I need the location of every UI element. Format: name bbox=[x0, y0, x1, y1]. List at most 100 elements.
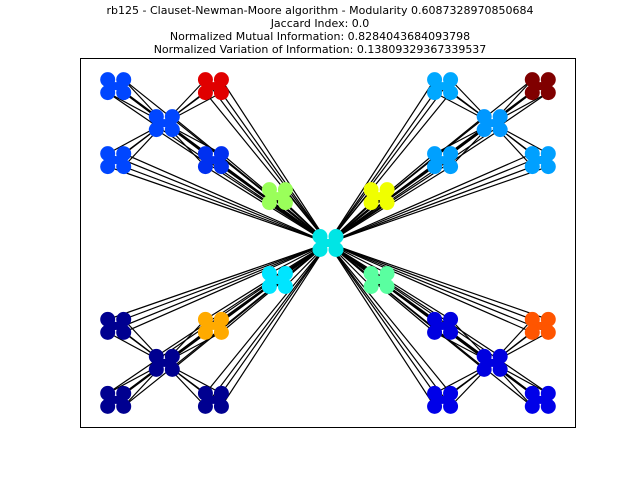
node-lr-hub-1 bbox=[492, 348, 508, 364]
edge-center-ll-tl bbox=[123, 242, 329, 320]
node-link-ur-tr bbox=[531, 82, 550, 91]
edge-center-ur-tl bbox=[327, 79, 452, 244]
node-lr-tr-0 bbox=[524, 311, 540, 327]
edge-center-lr-tr bbox=[327, 242, 533, 320]
node-cluster-ul-bl bbox=[100, 146, 132, 175]
node-cluster-ul-hub bbox=[148, 109, 180, 138]
node-ul-br-3 bbox=[213, 159, 229, 175]
node-cluster-ur-br bbox=[524, 146, 556, 175]
edge-center-ur-tl bbox=[327, 79, 436, 244]
node-ul-a-1 bbox=[277, 182, 293, 198]
node-ll-hub-3 bbox=[164, 361, 180, 377]
node-lr-tl-3 bbox=[443, 324, 459, 340]
node-ll-bl-3 bbox=[116, 398, 132, 414]
edge-center-lr-tr bbox=[327, 242, 549, 320]
node-link-ll-a bbox=[268, 276, 287, 284]
node-link-ll-hub bbox=[155, 358, 174, 367]
node-ll-tl-3 bbox=[116, 324, 132, 340]
node-cluster-ll-bl bbox=[100, 385, 132, 414]
node-center-0 bbox=[312, 229, 328, 244]
edge-center-ll-tl bbox=[107, 242, 329, 333]
edge-center-ur-tl bbox=[327, 92, 436, 244]
node-ul-bl-0 bbox=[100, 146, 116, 162]
node-ll-a-3 bbox=[277, 279, 293, 294]
node-cluster-ul-br bbox=[197, 146, 229, 175]
edge-center-lr-bl bbox=[327, 242, 436, 407]
node-ll-a-0 bbox=[261, 266, 277, 281]
edge-center-lr-tr bbox=[327, 242, 549, 333]
node-ur-hub-2 bbox=[476, 122, 492, 138]
node-link-ll-tl bbox=[106, 321, 125, 330]
node-lr-bl-2 bbox=[427, 398, 443, 414]
node-link-ur-hub bbox=[483, 119, 502, 128]
edge-center-ul-bl bbox=[107, 153, 329, 244]
node-cluster-lr-tr bbox=[524, 311, 556, 340]
node-ur-hub-0 bbox=[476, 109, 492, 125]
node-ur-bl-3 bbox=[443, 159, 459, 175]
node-ul-tr-1 bbox=[213, 72, 229, 88]
node-ul-tl-3 bbox=[116, 85, 132, 101]
node-ur-tl-2 bbox=[427, 85, 443, 101]
node-lr-hub-0 bbox=[476, 348, 492, 364]
chart-title-block: rb125 - Clauset-Newman-Moore algorithm -… bbox=[0, 4, 640, 56]
node-ur-tr-0 bbox=[524, 72, 540, 88]
node-ll-bl-0 bbox=[100, 385, 116, 401]
node-ul-bl-1 bbox=[116, 146, 132, 162]
nvi-label: Normalized Variation of Information: 0.1… bbox=[153, 43, 487, 56]
node-cluster-lr-tl bbox=[427, 311, 459, 340]
node-ul-tl-2 bbox=[100, 85, 116, 101]
node-ur-tl-3 bbox=[443, 85, 459, 101]
node-ur-br-0 bbox=[524, 146, 540, 162]
node-cluster-ul-tr bbox=[197, 72, 229, 101]
node-ll-br-1 bbox=[213, 385, 229, 401]
node-ll-tr-0 bbox=[197, 311, 213, 327]
edge-center-ul-bl bbox=[123, 166, 329, 244]
chart-title: rb125 - Clauset-Newman-Moore algorithm -… bbox=[106, 4, 534, 17]
node-ll-tr-3 bbox=[213, 324, 229, 340]
node-ur-tl-1 bbox=[443, 72, 459, 88]
node-link-ul-tr bbox=[204, 82, 223, 91]
node-ll-hub-0 bbox=[148, 348, 164, 364]
edge-center-ur-br bbox=[327, 153, 549, 244]
node-ll-bl-2 bbox=[100, 398, 116, 414]
node-ul-bl-3 bbox=[116, 159, 132, 175]
node-cluster-lr-hub bbox=[476, 348, 508, 377]
node-cluster-ur-bl bbox=[427, 146, 459, 175]
edge-center-ul-tr bbox=[204, 92, 329, 244]
node-cluster-ll-tr bbox=[197, 311, 229, 340]
node-ll-hub-2 bbox=[148, 361, 164, 377]
node-link-ll-tr bbox=[204, 321, 223, 330]
node-lr-tl-0 bbox=[427, 311, 443, 327]
node-ul-hub-0 bbox=[148, 109, 164, 125]
node-ur-bl-1 bbox=[443, 146, 459, 162]
node-lr-a-1 bbox=[379, 266, 395, 281]
node-cluster-lr-br bbox=[524, 385, 556, 414]
node-lr-tl-1 bbox=[443, 311, 459, 327]
edge-center-lr-bl bbox=[327, 242, 452, 407]
node-lr-bl-1 bbox=[443, 385, 459, 401]
edge-center-ll-br bbox=[220, 242, 329, 394]
node-lr-bl-3 bbox=[443, 398, 459, 414]
edge-center-ur-br bbox=[327, 153, 533, 244]
edge-center-lr-bl bbox=[327, 242, 452, 394]
node-ul-tl-0 bbox=[100, 72, 116, 88]
node-link-lr-br bbox=[531, 395, 550, 404]
node-ur-a-2 bbox=[363, 195, 379, 211]
node-center-1 bbox=[328, 229, 344, 244]
node-cluster-ll-hub bbox=[148, 348, 180, 377]
node-ur-a-3 bbox=[379, 195, 395, 211]
node-cluster-ul-a bbox=[261, 182, 293, 211]
edge-center-ul-bl bbox=[123, 153, 329, 244]
node-ur-tr-1 bbox=[540, 72, 556, 88]
node-ur-br-3 bbox=[540, 159, 556, 175]
node-lr-tr-3 bbox=[540, 324, 556, 340]
node-cluster-ul-tl bbox=[100, 72, 132, 101]
node-link-ul-tl bbox=[106, 82, 125, 91]
node-ul-tr-0 bbox=[197, 72, 213, 88]
node-ll-tl-1 bbox=[116, 311, 132, 327]
node-link-ur-bl bbox=[433, 156, 452, 165]
node-ll-tl-2 bbox=[100, 324, 116, 340]
node-ul-tr-3 bbox=[213, 85, 229, 101]
node-ul-br-1 bbox=[213, 146, 229, 162]
